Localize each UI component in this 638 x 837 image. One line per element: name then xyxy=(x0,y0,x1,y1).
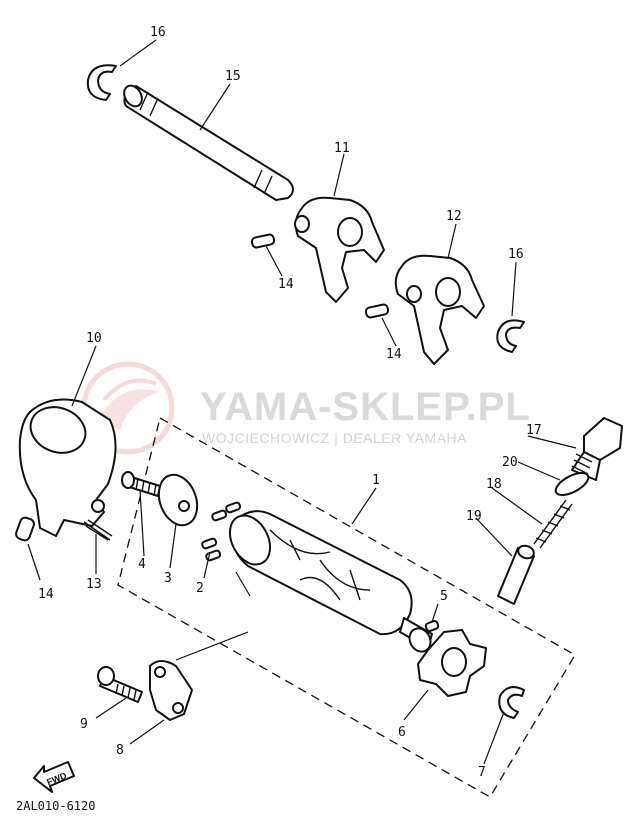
callout-9: 9 xyxy=(80,717,88,732)
screw-9 xyxy=(97,666,143,703)
callout-16-right: 16 xyxy=(508,247,524,262)
callout-labels: 16 15 11 12 16 14 14 10 1 17 20 18 19 4 … xyxy=(38,25,542,780)
callout-1: 1 xyxy=(372,473,380,488)
bearing-housing-10 xyxy=(18,398,117,537)
callout-3: 3 xyxy=(164,571,172,586)
watermark-subtitle: WOJCIECHOWICZ | DEALER YAMAHA xyxy=(202,430,467,446)
pins-2 xyxy=(201,501,242,562)
assembly-boundary xyxy=(117,417,576,798)
shift-fork-11 xyxy=(294,196,385,303)
watermark-brand: YAMA-SKLEP.PL xyxy=(200,385,531,429)
plug-bolt-17 xyxy=(571,417,623,481)
spring-pin-13 xyxy=(83,519,113,541)
pin-5 xyxy=(424,620,440,632)
circlip-7 xyxy=(498,686,525,719)
callout-10: 10 xyxy=(86,331,102,346)
dowel-pin-14-c xyxy=(15,516,35,542)
callout-5: 5 xyxy=(440,589,448,604)
callout-6: 6 xyxy=(398,725,406,740)
callout-8: 8 xyxy=(116,743,124,758)
callout-15: 15 xyxy=(225,69,241,84)
circlip-16-top xyxy=(86,64,117,101)
circlip-16-right xyxy=(496,319,525,353)
callout-14-b: 14 xyxy=(386,347,402,362)
callout-12: 12 xyxy=(446,209,462,224)
callout-18: 18 xyxy=(486,477,502,492)
watermark: YAMA-SKLEP.PL WOJCIECHOWICZ | DEALER YAM… xyxy=(81,361,531,455)
plate-3 xyxy=(157,473,199,527)
stopper-19 xyxy=(497,544,535,605)
callout-11: 11 xyxy=(334,141,350,156)
callout-2: 2 xyxy=(196,581,204,596)
callout-16-top: 16 xyxy=(150,25,166,40)
callout-17: 17 xyxy=(526,423,542,438)
fwd-arrow-icon: FWD xyxy=(33,761,75,793)
leader-lines xyxy=(27,39,577,765)
callout-13: 13 xyxy=(86,577,102,592)
callout-20: 20 xyxy=(502,455,518,470)
washer-20 xyxy=(554,471,590,497)
callout-4: 4 xyxy=(138,557,146,572)
callout-7: 7 xyxy=(478,765,486,780)
spring-18 xyxy=(533,499,573,549)
callout-14-a: 14 xyxy=(278,277,294,292)
diagram-code: 2AL010-6120 xyxy=(16,799,95,813)
dowel-pin-14-b xyxy=(364,303,390,319)
bolt-4 xyxy=(121,471,161,497)
callout-14-c: 14 xyxy=(38,587,54,602)
plate-8 xyxy=(149,660,193,721)
shift-fork-guide-bar-15 xyxy=(123,84,294,201)
shift-fork-12 xyxy=(394,254,485,365)
dowel-pin-14-a xyxy=(250,233,276,249)
callout-19: 19 xyxy=(466,509,482,524)
segment-6 xyxy=(417,629,487,697)
shift-cam-drum-1 xyxy=(228,510,433,653)
